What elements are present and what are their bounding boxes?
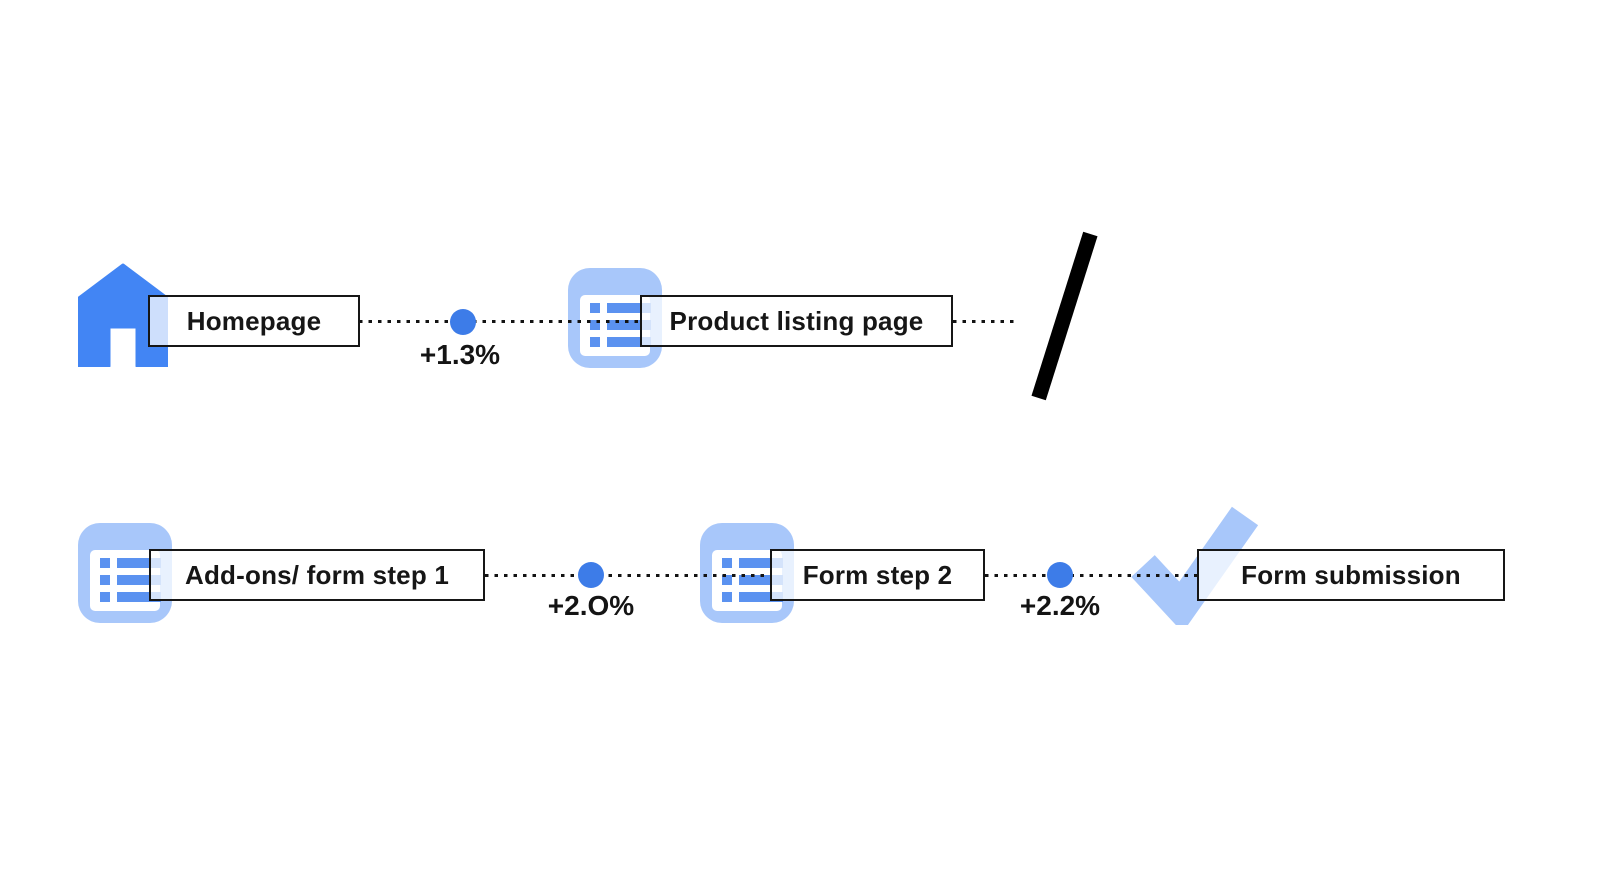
continuation-slash [1031, 231, 1098, 401]
delta-label-1: +1.3% [419, 339, 501, 370]
node-label-form-submission: Form submission [1241, 559, 1461, 590]
node-box-addons: Add-ons/ form step 1 [149, 549, 485, 601]
node-label-addons: Add-ons/ form step 1 [184, 559, 449, 590]
conversion-dot-1 [450, 309, 476, 335]
flow-connector-1 [359, 320, 640, 323]
list-icon-sheet [580, 295, 651, 356]
node-label-homepage: Homepage [186, 305, 322, 336]
node-box-homepage: Homepage [148, 295, 360, 347]
check-icon [1131, 506, 1258, 625]
node-label-product-listing: Product listing page [669, 305, 924, 336]
flow-connector-2 [953, 320, 1017, 323]
node-label-form-step2: Form step 2 [802, 559, 953, 590]
flow-connector-3 [485, 574, 770, 577]
delta-label-2: +2.O% [547, 590, 635, 621]
node-box-form-step2: Form step 2 [770, 549, 985, 601]
flow-connector-4 [985, 574, 1197, 577]
conversion-dot-3 [1047, 562, 1073, 588]
list-icon-sheet [90, 550, 161, 611]
conversion-dot-2 [578, 562, 604, 588]
node-box-form-submission: Form submission [1197, 549, 1505, 601]
delta-label-3: +2.2% [1019, 590, 1101, 621]
node-box-product-listing: Product listing page [640, 295, 953, 347]
